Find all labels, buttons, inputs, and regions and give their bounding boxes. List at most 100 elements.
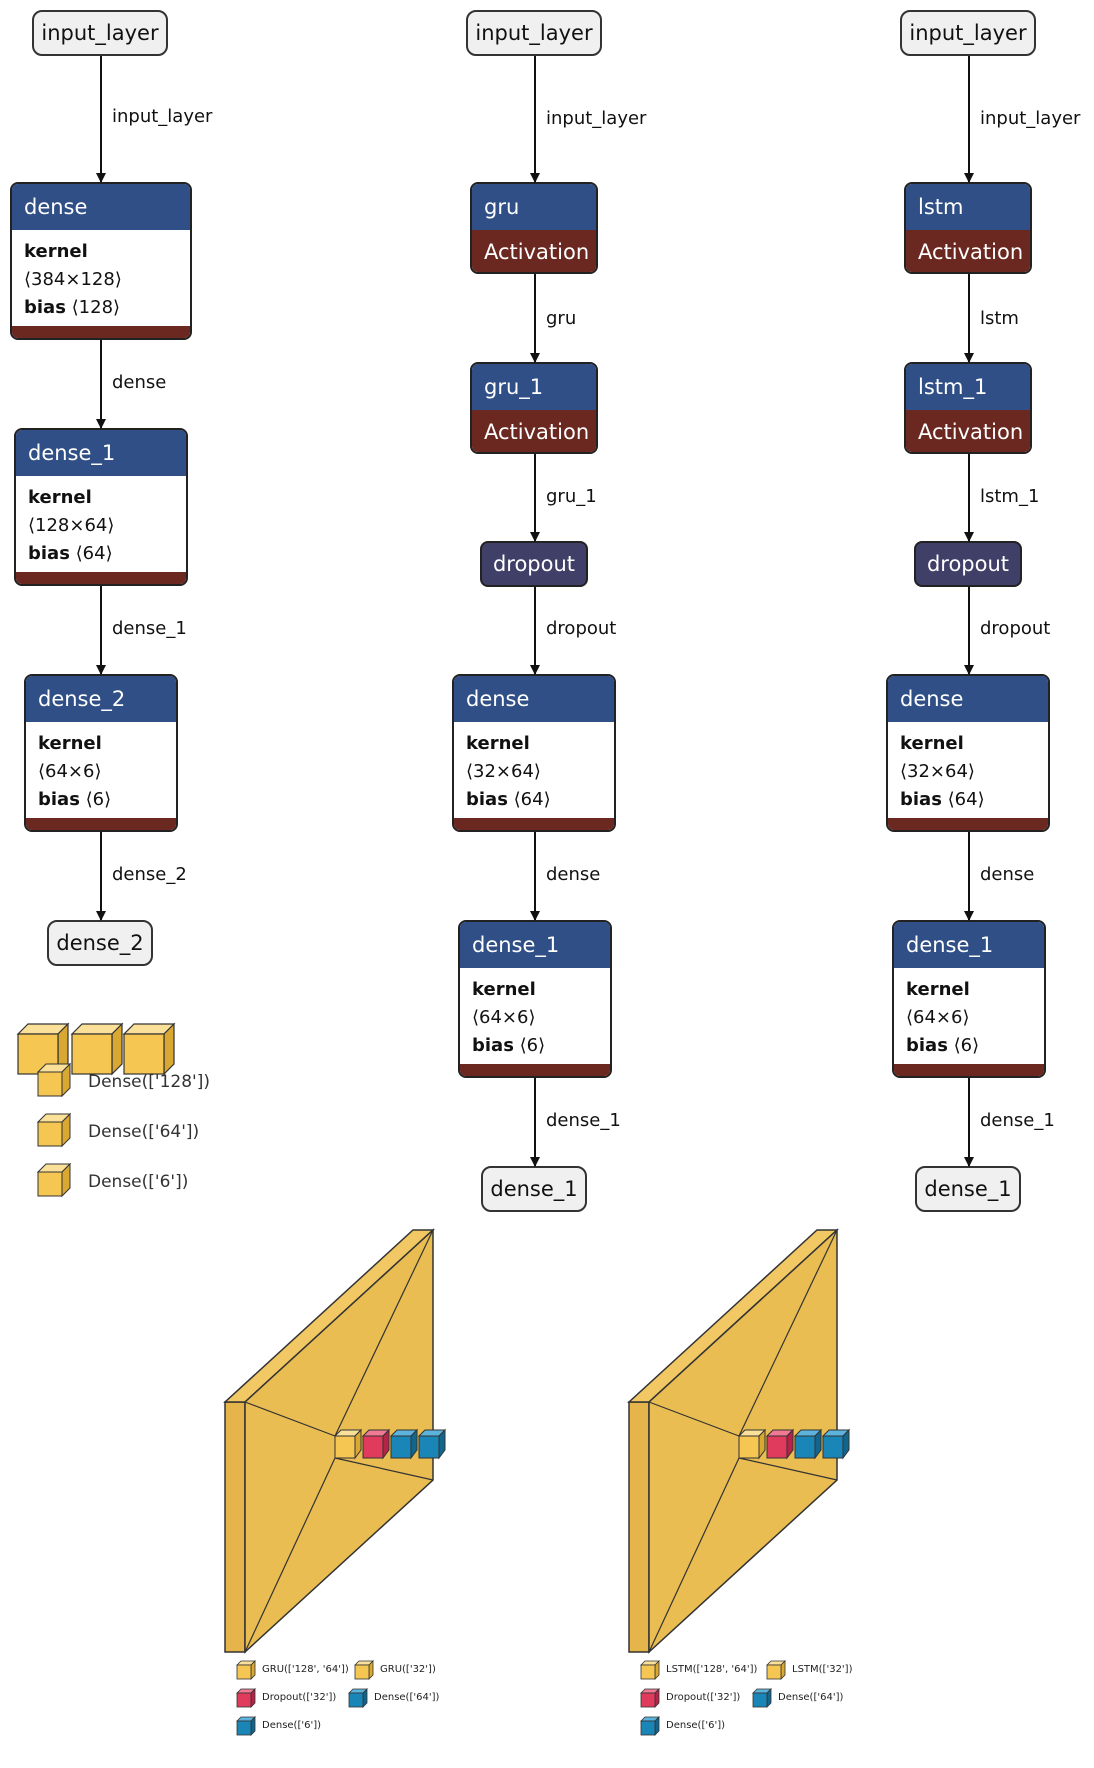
edge-label: dropout	[980, 618, 1051, 639]
activation-band: Activation	[894, 1064, 1044, 1076]
dense-layer-node: dense kernel ⟨32×64⟩ bias ⟨64⟩ Activatio…	[886, 674, 1050, 832]
edge-label: dense_1	[980, 1110, 1055, 1131]
activation-band: Activation	[454, 818, 614, 830]
small-cube-lstm	[737, 1428, 767, 1460]
layer-params: kernel ⟨384×128⟩ bias ⟨128⟩	[12, 230, 190, 326]
edge-label: input_layer	[546, 108, 647, 129]
legend-cube-icon	[752, 1688, 772, 1708]
legend-label: GRU(['128', '64'])	[262, 1664, 349, 1675]
input-node: input_layer	[466, 10, 602, 56]
layer-name: gru_1	[472, 364, 596, 410]
activation-band: Activation	[888, 818, 1048, 830]
activation-band: Activation	[906, 230, 1030, 272]
dense-layer-node: dense kernel ⟨32×64⟩ bias ⟨64⟩ Activatio…	[452, 674, 616, 832]
bias-shape: ⟨128⟩	[71, 297, 121, 318]
dense-cube-2	[70, 1022, 124, 1076]
legend-cube-icon	[36, 1112, 72, 1148]
legend-label: LSTM(['32'])	[792, 1664, 853, 1675]
rnn-layer-node: gru Activation	[470, 182, 598, 274]
legend-label: Dropout(['32'])	[262, 1692, 337, 1703]
kernel-shape: ⟨384×128⟩	[24, 269, 122, 290]
legend-label: Dense(['64'])	[778, 1692, 844, 1703]
small-cube-gru	[333, 1428, 363, 1460]
edge-label: dense	[980, 864, 1035, 885]
bias-label: bias	[466, 789, 508, 810]
legend-label: Dense(['6'])	[262, 1720, 322, 1731]
activation-band: Activation	[26, 818, 176, 830]
kernel-shape: ⟨128×64⟩	[28, 515, 115, 536]
layer-name: dense_1	[16, 430, 186, 476]
kernel-shape: ⟨64×6⟩	[906, 1007, 970, 1028]
legend-label: Dense(['6'])	[88, 1172, 189, 1192]
layer-params: kernel ⟨32×64⟩ bias ⟨64⟩	[888, 722, 1048, 818]
bias-label: bias	[28, 543, 70, 564]
dropout-node: dropout	[914, 541, 1022, 587]
activation-band: Activation	[12, 326, 190, 338]
edge-label: dense_2	[112, 864, 187, 885]
dense-layer-node: dense_1 kernel ⟨64×6⟩ bias ⟨6⟩ Activatio…	[892, 920, 1046, 1078]
legend-cube-icon	[640, 1688, 660, 1708]
edge-label: input_layer	[980, 108, 1081, 129]
legend-cube-icon	[236, 1660, 256, 1680]
kernel-shape: ⟨32×64⟩	[466, 761, 541, 782]
small-cube-dense	[793, 1428, 823, 1460]
kernel-label: kernel	[472, 979, 536, 1000]
bias-shape: ⟨6⟩	[519, 1035, 546, 1056]
output-node: dense_1	[481, 1166, 587, 1212]
bias-shape: ⟨6⟩	[953, 1035, 980, 1056]
activation-band: Activation	[472, 230, 596, 272]
bias-label: bias	[900, 789, 942, 810]
legend-cube-icon	[348, 1688, 368, 1708]
layer-name: dense_2	[26, 676, 176, 722]
dense-cube-3	[122, 1022, 176, 1076]
dense-layer-node: dense_1 kernel ⟨64×6⟩ bias ⟨6⟩ Activatio…	[458, 920, 612, 1078]
bias-label: bias	[38, 789, 80, 810]
rnn-layer-node: lstm Activation	[904, 182, 1032, 274]
layer-name: dense_1	[460, 922, 610, 968]
kernel-label: kernel	[900, 733, 964, 754]
legend-label: LSTM(['128', '64'])	[666, 1664, 758, 1675]
bias-label: bias	[472, 1035, 514, 1056]
small-cube-dropout	[361, 1428, 391, 1460]
dense-model-cubes	[16, 1022, 176, 1076]
edge-label: dense	[546, 864, 601, 885]
legend-label: Dense(['128'])	[88, 1072, 210, 1092]
layer-params: kernel ⟨64×6⟩ bias ⟨6⟩	[894, 968, 1044, 1064]
kernel-label: kernel	[906, 979, 970, 1000]
bias-label: bias	[906, 1035, 948, 1056]
kernel-label: kernel	[466, 733, 530, 754]
dropout-node: dropout	[480, 541, 588, 587]
layer-params: kernel ⟨64×6⟩ bias ⟨6⟩	[460, 968, 610, 1064]
input-node: input_layer	[32, 10, 168, 56]
small-cube-dense	[389, 1428, 419, 1460]
layer-name: lstm_1	[906, 364, 1030, 410]
legend-cube-icon	[766, 1660, 786, 1680]
layer-name: dense	[888, 676, 1048, 722]
layer-params: kernel ⟨32×64⟩ bias ⟨64⟩	[454, 722, 614, 818]
kernel-shape: ⟨64×6⟩	[38, 761, 102, 782]
legend-cube-icon	[36, 1062, 72, 1098]
kernel-label: kernel	[24, 241, 88, 262]
small-cube-dense	[417, 1428, 447, 1460]
kernel-label: kernel	[38, 733, 102, 754]
legend-label: Dropout(['32'])	[666, 1692, 741, 1703]
bias-label: bias	[24, 297, 66, 318]
legend-cube-icon	[640, 1716, 660, 1736]
edge-label: lstm_1	[980, 486, 1040, 507]
edge-label: dense_1	[546, 1110, 621, 1131]
activation-band: Activation	[16, 572, 186, 584]
legend-label: Dense(['64'])	[374, 1692, 440, 1703]
layer-name: gru	[472, 184, 596, 230]
legend-cube-icon	[354, 1660, 374, 1680]
edge-label: input_layer	[112, 106, 213, 127]
edge-label: dropout	[546, 618, 617, 639]
small-cube-dense	[821, 1428, 851, 1460]
layer-name: dense	[12, 184, 190, 230]
edge-label: gru_1	[546, 486, 597, 507]
activation-band: Activation	[460, 1064, 610, 1076]
legend-label: Dense(['64'])	[88, 1122, 200, 1142]
legend-label: Dense(['6'])	[666, 1720, 726, 1731]
dense-layer-node: dense_2 kernel ⟨64×6⟩ bias ⟨6⟩ Activatio…	[24, 674, 178, 832]
output-node: dense_1	[915, 1166, 1021, 1212]
